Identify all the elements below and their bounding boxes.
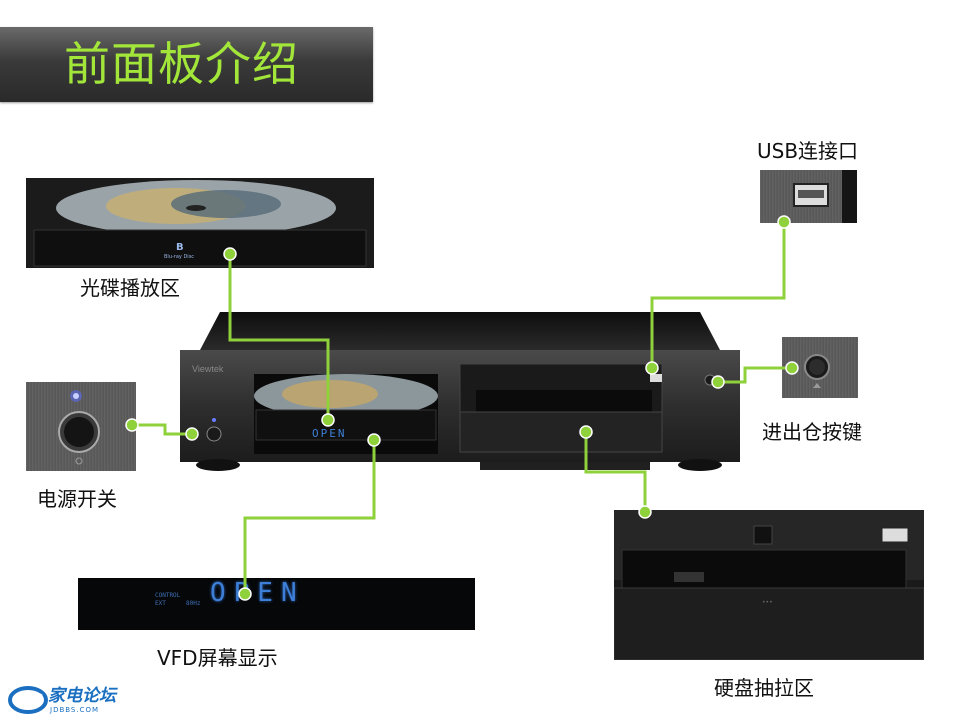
vfd-small-line-2: EXT <box>155 600 166 607</box>
label-eject-button: 进出仓按键 <box>762 420 862 444</box>
connector-dot <box>711 375 725 389</box>
connector-dot <box>777 215 791 229</box>
svg-text:•••: ••• <box>762 599 773 606</box>
connector-dot <box>579 425 593 439</box>
vfd-display-photo <box>78 578 475 630</box>
page-title: 前面板介绍 <box>64 37 299 91</box>
connector-dot <box>321 413 335 427</box>
power-button-illustration <box>58 390 100 465</box>
connector-usb <box>650 222 786 368</box>
vfd-small-line-1: CONTROL <box>155 592 181 599</box>
connector-vfd <box>243 440 376 594</box>
disc-tray-photo: B Blu-ray Disc <box>26 178 374 268</box>
label-hdd-drawer: 硬盘抽拉区 <box>714 676 814 700</box>
usb-port-illustration <box>793 170 857 223</box>
bluray-player-photo <box>180 312 740 472</box>
connector-dot <box>367 433 381 447</box>
vfd-small-line-3: 80Hz <box>186 600 201 607</box>
usb-port-photo <box>760 170 857 223</box>
connector-disc <box>228 254 330 420</box>
connector-dot <box>785 361 799 375</box>
forum-logo-text: 家电论坛 <box>48 686 116 706</box>
label-usb-port: USB连接口 <box>757 139 859 163</box>
svg-text:B: B <box>176 242 184 253</box>
connector-eject <box>718 366 792 384</box>
label-vfd-display: VFD屏幕显示 <box>157 646 278 670</box>
eject-button-illustration <box>804 354 830 388</box>
connector-dot <box>223 247 237 261</box>
connector-dot <box>238 587 252 601</box>
player-vfd-text: OPEN <box>312 427 347 440</box>
label-disc-area: 光碟播放区 <box>80 276 180 300</box>
vfd-display-text: OPEN <box>210 578 305 608</box>
forum-logo-icon <box>8 686 48 714</box>
svg-text:Blu-ray Disc: Blu-ray Disc <box>164 254 194 260</box>
title-banner <box>0 27 373 102</box>
hdd-drawer-illustration: ••• <box>614 510 924 660</box>
hdd-drawer-photo: ••• <box>614 510 924 660</box>
connector-dot <box>125 418 139 432</box>
forum-logo-site: JDBBS.COM <box>50 706 100 714</box>
bluray-player-illustration <box>180 312 740 471</box>
label-power-switch: 电源开关 <box>37 487 117 511</box>
power-button-photo <box>26 382 136 471</box>
connector-hdd <box>584 432 647 512</box>
connector-power <box>132 423 192 436</box>
connector-dot <box>185 427 199 441</box>
player-brand-label: Viewtek <box>192 364 224 374</box>
connector-dot <box>638 505 652 519</box>
connector-dot <box>645 361 659 375</box>
disc-tray-illustration: B Blu-ray Disc <box>26 178 374 268</box>
